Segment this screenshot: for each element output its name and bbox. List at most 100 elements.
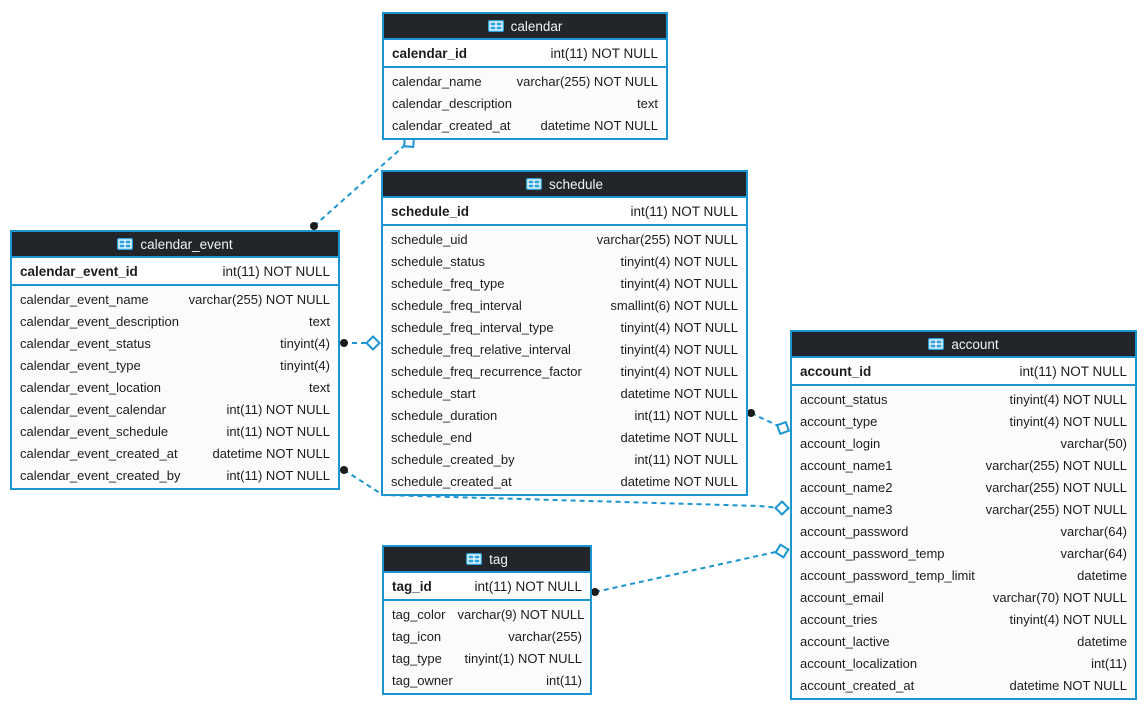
- column-name: calendar_event_description: [20, 313, 179, 329]
- column-name: schedule_freq_type: [391, 275, 505, 291]
- column-name: calendar_event_type: [20, 357, 141, 373]
- column-type: int(11) NOT NULL: [474, 578, 582, 594]
- column-type: smallint(6) NOT NULL: [610, 297, 738, 313]
- column-type: datetime NOT NULL: [212, 445, 330, 461]
- column-name: account_password_temp: [800, 545, 945, 561]
- column-type: tinyint(4) NOT NULL: [620, 341, 738, 357]
- column-type: tinyint(4): [280, 335, 330, 351]
- column-type: text: [309, 313, 330, 329]
- column-row: tag_owner int(11): [384, 669, 590, 691]
- column-name: account_name3: [800, 501, 893, 517]
- table-calendar-event[interactable]: calendar_event calendar_event_id int(11)…: [10, 230, 340, 490]
- column-type: varchar(255) NOT NULL: [188, 291, 330, 307]
- column-name: schedule_created_at: [391, 473, 512, 489]
- column-name: calendar_created_at: [392, 117, 511, 133]
- column-type: int(11): [546, 672, 582, 688]
- column-type: datetime NOT NULL: [620, 385, 738, 401]
- table-header-calendar-event[interactable]: calendar_event: [12, 232, 338, 258]
- column-type: datetime NOT NULL: [540, 117, 658, 133]
- relation-diamond-icon: [774, 500, 790, 516]
- relation-dot-icon: [591, 588, 599, 596]
- column-name: calendar_event_location: [20, 379, 161, 395]
- table-title: calendar_event: [140, 236, 233, 252]
- column-type: tinyint(4) NOT NULL: [1009, 413, 1127, 429]
- column-type: datetime NOT NULL: [620, 473, 738, 489]
- column-name: tag_icon: [392, 628, 442, 644]
- column-type: tinyint(4): [280, 357, 330, 373]
- relation-tag-to-account: [591, 543, 790, 596]
- column-type: int(11) NOT NULL: [634, 451, 738, 467]
- column-name: calendar_event_name: [20, 291, 149, 307]
- column-name: account_password_temp_limit: [800, 567, 975, 583]
- table-columns: calendar_event_name varchar(255) NOT NULL…: [12, 286, 338, 488]
- column-row: schedule_freq_recurrence_factor tinyint(4…: [383, 360, 746, 382]
- table-header-schedule[interactable]: schedule: [383, 172, 746, 198]
- column-type: datetime: [1077, 567, 1127, 583]
- table-header-calendar[interactable]: calendar: [384, 14, 666, 40]
- column-name: tag_owner: [392, 672, 453, 688]
- primary-key-row: schedule_id int(11) NOT NULL: [383, 198, 746, 226]
- column-type: datetime NOT NULL: [620, 429, 738, 445]
- table-header-account[interactable]: account: [792, 332, 1135, 358]
- column-name: schedule_freq_interval_type: [391, 319, 554, 335]
- column-name: schedule_freq_recurrence_factor: [391, 363, 582, 379]
- relation-dot-icon: [747, 409, 755, 417]
- column-type: tinyint(4) NOT NULL: [1009, 611, 1127, 627]
- column-type: datetime: [1077, 633, 1127, 649]
- column-type: varchar(64): [1060, 523, 1127, 539]
- column-type: varchar(255) NOT NULL: [985, 479, 1127, 495]
- column-type: int(11) NOT NULL: [226, 423, 330, 439]
- primary-key-row: tag_id int(11) NOT NULL: [384, 573, 590, 601]
- table-header-tag[interactable]: tag: [384, 547, 590, 573]
- table-title: calendar: [510, 18, 563, 34]
- table-grid-icon: [487, 20, 504, 32]
- column-name: calendar_description: [392, 95, 512, 111]
- table-account[interactable]: account account_id int(11) NOT NULL acco…: [790, 330, 1137, 700]
- column-row: account_password_temp_limit datetime: [792, 564, 1135, 586]
- column-row: account_password varchar(64): [792, 520, 1135, 542]
- primary-key-row: account_id int(11) NOT NULL: [792, 358, 1135, 386]
- column-row: calendar_event_description text: [12, 310, 338, 332]
- relation-dot-icon: [340, 339, 348, 347]
- column-name: account_created_at: [800, 677, 915, 693]
- column-name: schedule_end: [391, 429, 472, 445]
- table-grid-icon: [525, 178, 542, 190]
- column-name: account_localization: [800, 655, 918, 671]
- column-name: account_tries: [800, 611, 878, 627]
- column-row: calendar_event_name varchar(255) NOT NULL: [12, 288, 338, 310]
- column-type: tinyint(4) NOT NULL: [620, 319, 738, 335]
- relation-dot-icon: [310, 222, 318, 230]
- column-name: account_status: [800, 391, 888, 407]
- table-schedule[interactable]: schedule schedule_id int(11) NOT NULL sc…: [381, 170, 748, 496]
- column-type: tinyint(4) NOT NULL: [620, 363, 738, 379]
- column-name: tag_id: [392, 578, 432, 594]
- column-type: int(11) NOT NULL: [222, 263, 330, 279]
- column-name: account_lactive: [800, 633, 890, 649]
- relation-calendar_event-to-schedule: [340, 335, 381, 351]
- column-name: account_password: [800, 523, 909, 539]
- column-name: calendar_name: [392, 73, 482, 89]
- column-name: schedule_created_by: [391, 451, 515, 467]
- table-calendar[interactable]: calendar calendar_id int(11) NOT NULL ca…: [382, 12, 668, 140]
- relation-dot-icon: [340, 466, 348, 474]
- column-name: schedule_duration: [391, 407, 498, 423]
- column-type: varchar(64): [1060, 545, 1127, 561]
- table-grid-icon: [928, 338, 945, 350]
- column-name: schedule_id: [391, 203, 470, 219]
